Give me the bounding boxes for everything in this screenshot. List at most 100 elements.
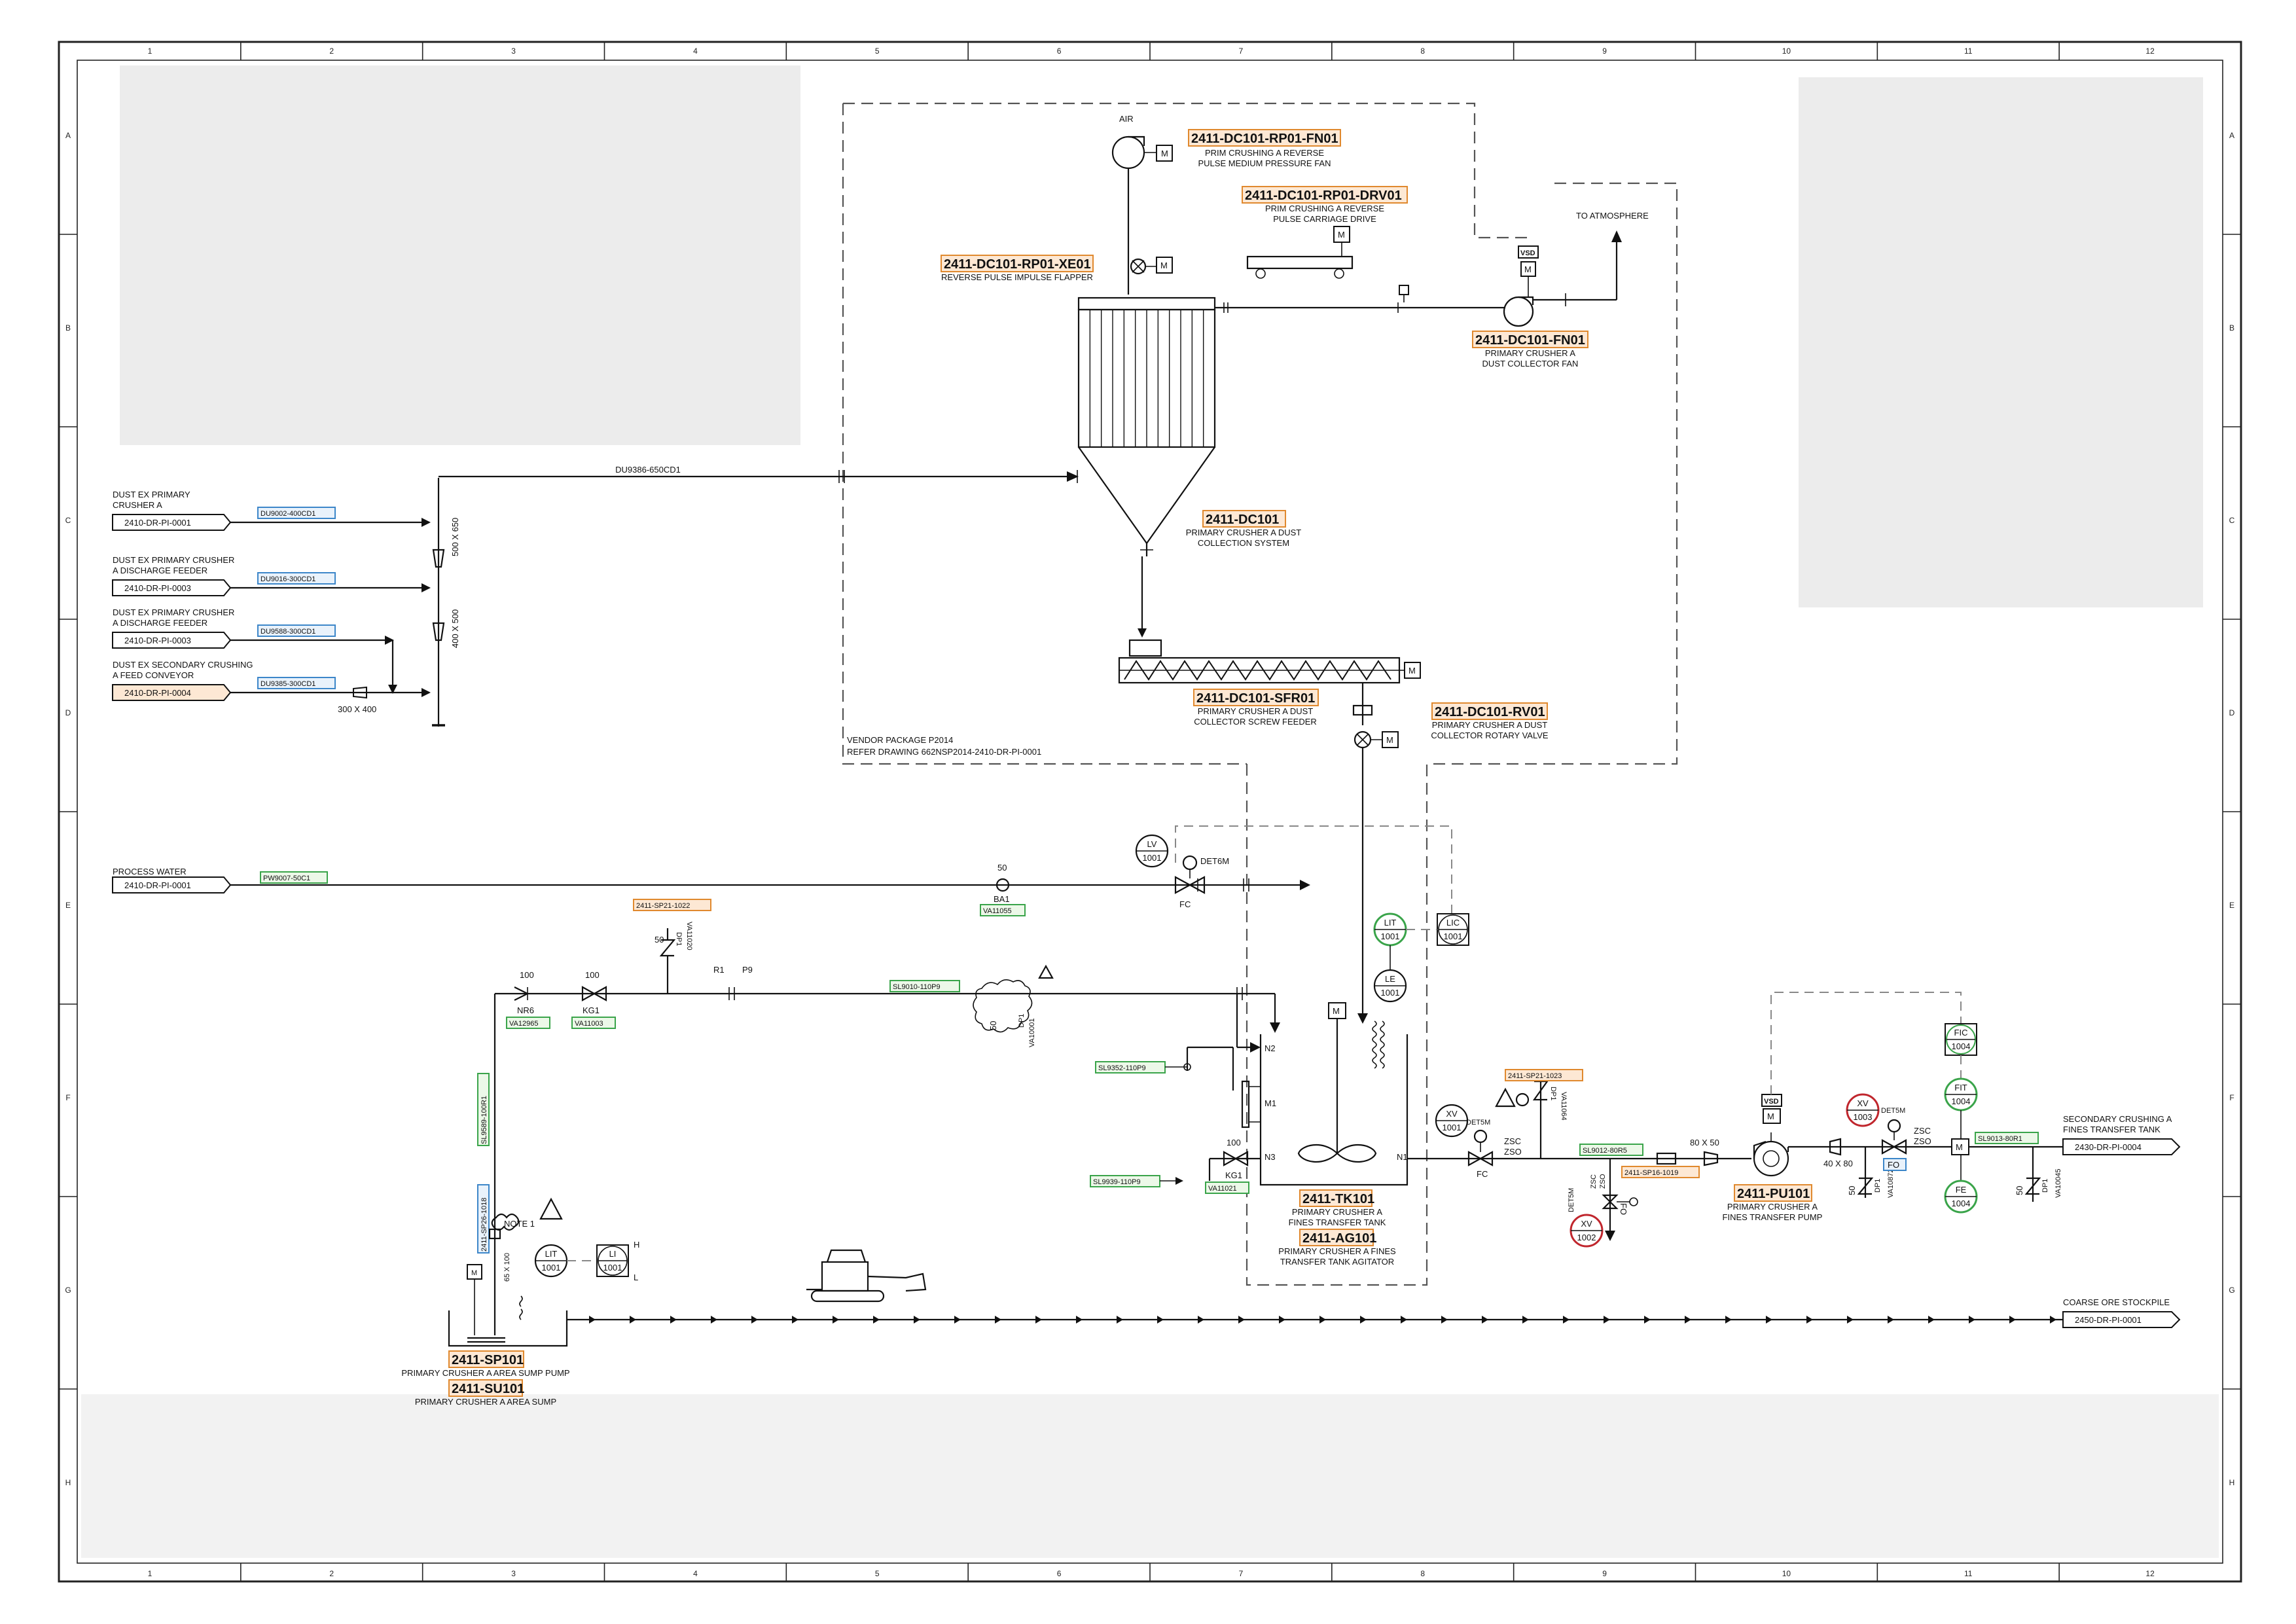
grid-col-label: 8 — [1420, 46, 1425, 56]
carriage-drive[interactable]: 2411-DC101-RP01-DRV01 PRIM CRUSHING A RE… — [1242, 186, 1408, 279]
flow-arrow — [589, 1316, 596, 1324]
drain-2-va: VA10045 — [2054, 1169, 2062, 1198]
rotary-desc1: PRIMARY CRUSHER A DUST — [1432, 720, 1548, 730]
grid-col-label: 5 — [875, 1569, 880, 1578]
dust-collector[interactable]: 2411-DC101 PRIMARY CRUSHER A DUST COLLEC… — [1077, 297, 1301, 638]
flow-arrow — [792, 1316, 798, 1324]
drain-1-va: VA10872 — [1887, 1169, 1895, 1198]
coarse-ore-line[interactable] — [567, 1316, 2173, 1324]
rotary-valve[interactable]: M 2411-DC101-RV01 PRIMARY CRUSHER A DUST… — [1352, 683, 1549, 1024]
flow-arrow — [1888, 1316, 1894, 1324]
dc-fan-desc2: DUST COLLECTOR FAN — [1482, 359, 1579, 369]
kg1b-valve-icon — [1223, 1151, 1249, 1166]
inlet-line-tag-box — [257, 624, 336, 637]
fic-l1: FIC — [1954, 1028, 1968, 1038]
note-triangle-icon — [539, 1197, 563, 1220]
screw-desc1: PRIMARY CRUSHER A DUST — [1198, 706, 1314, 716]
note-label: NOTE 1 — [504, 1219, 535, 1229]
screw-feeder[interactable]: M 2411-DC101-SFR01 PRIMARY CRUSHER A DUS… — [1118, 639, 1421, 727]
tank-desc1: PRIMARY CRUSHER A — [1292, 1207, 1383, 1217]
va11021: VA11021 — [1208, 1185, 1237, 1193]
collector-tag: 2411-DC101 — [1206, 513, 1279, 527]
fines-transfer-pump[interactable]: M VSD 2411-PU101 PRIMARY CRUSHER A FINES… — [1723, 992, 1962, 1222]
flow-arrow — [1928, 1316, 1935, 1324]
tank-tag-box — [1299, 1189, 1372, 1207]
area-sump[interactable]: SL9589-100R1 2411-SP26-1018 NOTE 1 65 X … — [401, 1073, 639, 1407]
fan-air-label: AIR — [1119, 114, 1134, 124]
dp-size-2: 50 — [988, 1021, 998, 1030]
grid-col-label: 9 — [1602, 1569, 1607, 1578]
flow-arrow — [1401, 1316, 1407, 1324]
tank-n2: N2 — [1265, 1043, 1276, 1053]
level-instruments[interactable]: LV 1001 LIT 1001 LIC 1001 LE 1001 — [1135, 825, 1469, 1069]
kg1b-size: 100 — [1227, 1138, 1241, 1147]
manway-icon — [1241, 1080, 1250, 1128]
screw-motor: M — [1408, 666, 1416, 676]
slurry-return-line[interactable]: 100 NR6 VA12965 100 KG1 VA11003 2411-SP2… — [493, 899, 1280, 1218]
flow-arrow — [1522, 1316, 1529, 1324]
grid-row-label: F — [2229, 1093, 2234, 1102]
inlet-line-tag-box — [257, 507, 336, 519]
inlet-arrow — [385, 636, 394, 645]
inlet-flag[interactable] — [112, 514, 232, 531]
sl9352-label: SL9352-110P9 — [1098, 1064, 1146, 1072]
grid-col-label: 3 — [511, 46, 516, 56]
dp-size: 50 — [655, 935, 664, 945]
inlet-flag[interactable] — [112, 579, 232, 596]
dc-fan-tag-box — [1472, 331, 1588, 348]
flow-arrow — [873, 1316, 880, 1324]
sump-pump-motor: M — [471, 1269, 477, 1277]
kg1-tag: VA11003 — [575, 1020, 603, 1028]
fan-motor-box — [1156, 145, 1173, 162]
inlet-title-2: A DISCHARGE FEEDER — [113, 566, 207, 575]
fines-transfer-tank[interactable]: M N2 M1 N3 N1 2411-TK101 PRIMARY CRUSHER… — [1241, 1002, 1408, 1267]
grid-row-label: B — [2229, 323, 2234, 333]
size-80x50: 80 X 50 — [1690, 1138, 1719, 1147]
inlet-flag[interactable] — [112, 632, 232, 649]
xv1001-valve-icon — [1467, 1151, 1494, 1166]
blanked-region-top-left — [120, 65, 800, 445]
dust-collector-fan[interactable]: TO ATMOSPHERE VSD M 2411-DC101-FN01 PRIM… — [1215, 211, 1649, 369]
lit-sump-l2: 1001 — [542, 1263, 561, 1272]
flow-arrow — [1198, 1316, 1204, 1324]
inlet-flag[interactable] — [112, 684, 232, 701]
grid-row-label: B — [65, 323, 71, 333]
flow-arrow — [1685, 1316, 1691, 1324]
rotary-tag: 2411-DC101-RV01 — [1435, 705, 1545, 719]
grid-row-label: C — [65, 516, 71, 525]
screw-flight-path — [1124, 660, 1391, 681]
inlet-ref: 2410-DR-PI-0003 — [124, 636, 191, 645]
fe-l2: 1004 — [1952, 1199, 1971, 1208]
flow-arrow — [630, 1316, 636, 1324]
tank-desc2: FINES TRANSFER TANK — [1289, 1218, 1386, 1227]
lic-l1: LIC — [1446, 918, 1460, 928]
pump-tag: 2411-PU101 — [1737, 1187, 1810, 1201]
lv-l1: LV — [1147, 839, 1157, 849]
xv1001-fc: FC — [1477, 1169, 1488, 1179]
flow-arrow — [1766, 1316, 1772, 1324]
grid-col-label: 1 — [148, 1569, 152, 1578]
flow-arrow — [1644, 1316, 1651, 1324]
secondary-outlet-line[interactable]: 40 X 80 50 DP1 VA10872 XV 1003 DET5M ZSC… — [1787, 1023, 2177, 1214]
inlet-title-2: A DISCHARGE FEEDER — [113, 618, 207, 628]
drive-carriage-icon — [1246, 255, 1354, 270]
screw-tag: 2411-DC101-SFR01 — [1196, 691, 1315, 706]
xv1003-valve-icon — [1881, 1139, 1907, 1155]
grid-row-label: C — [2229, 516, 2235, 525]
reducer-1-icon — [432, 549, 445, 568]
pump-discharge-line[interactable]: XV 1001 DET5M ZSC ZSO FC 2411-SP21-1023 … — [1407, 1069, 1751, 1248]
outlet-flag[interactable] — [2062, 1311, 2181, 1328]
agitator-tag: 2411-AG101 — [1302, 1231, 1376, 1246]
p9-label: P9 — [742, 965, 753, 975]
grid-col-label: 6 — [1057, 46, 1062, 56]
pump-desc2: FINES TRANSFER PUMP — [1723, 1212, 1823, 1222]
flow-arrow — [1969, 1316, 1975, 1324]
process-water-line[interactable]: PROCESS WATER 2410-DR-PI-0001 PW9007-50C… — [112, 855, 1310, 916]
mp-fan[interactable]: M AIR 2411-DC101-RP01-FN01 PRIM CRUSHING… — [1111, 114, 1341, 295]
impulse-flapper[interactable]: M 2411-DC101-RP01-XE01 REVERSE PULSE IMP… — [941, 255, 1173, 282]
lit-l2: 1001 — [1381, 931, 1400, 941]
outlet-flag[interactable] — [2062, 1138, 2181, 1155]
inlet-title-1: DUST EX PRIMARY — [113, 490, 190, 499]
